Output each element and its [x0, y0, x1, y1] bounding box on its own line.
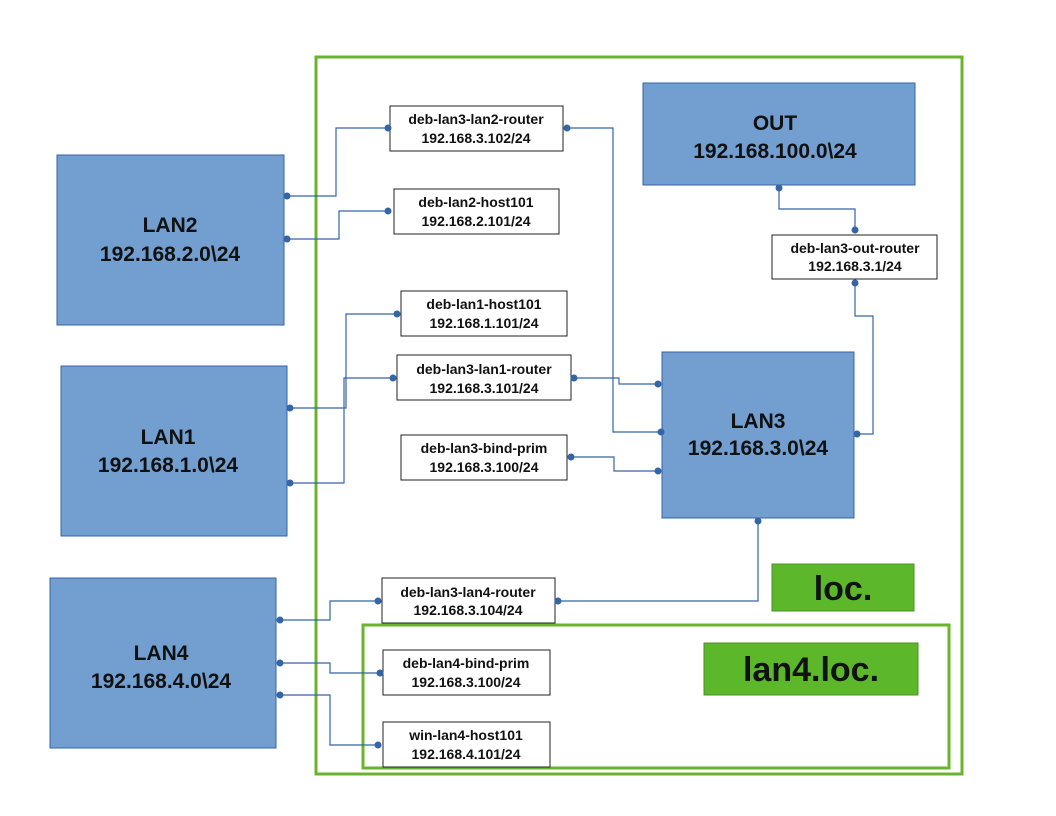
link-deb-lan3-bind-prim-lan3 — [571, 456, 658, 472]
zone-label-lan4-loc-text: lan4.loc. — [743, 651, 879, 689]
link-out-deb-lan3-out-router — [778, 188, 856, 230]
link-lan4-deb-lan3-lan4-router — [280, 600, 378, 621]
link-lan3-deb-lan3-lan4-router — [558, 521, 759, 602]
host-deb-lan1-host101[interactable]: deb-lan1-host101 192.168.1.101/24 — [400, 290, 568, 337]
network-lan1-subnet: 192.168.1.0\24 — [98, 454, 238, 477]
link-lan4-deb-lan4-bind-prim — [280, 662, 380, 674]
host-name: deb-lan3-bind-prim — [421, 440, 548, 456]
host-name: deb-lan3-out-router — [790, 240, 920, 256]
host-deb-lan3-out-router[interactable]: deb-lan3-out-router 192.168.3.1/24 — [771, 234, 938, 280]
zone-label-lan4-loc: lan4.loc. — [703, 642, 919, 696]
connection-point — [567, 453, 575, 461]
link-deb-lan3-lan2-router-lan3 — [567, 127, 660, 433]
host-ip: 192.168.4.101/24 — [412, 746, 521, 762]
link-deb-lan3-out-router-lan3 — [854, 283, 874, 435]
connection-point — [276, 691, 284, 699]
connection-point — [775, 184, 783, 192]
host-deb-lan4-bind-prim[interactable]: deb-lan4-bind-prim 192.168.3.100/24 — [382, 649, 551, 696]
host-deb-lan3-lan2-router[interactable]: deb-lan3-lan2-router 192.168.3.102/24 — [389, 105, 564, 152]
connection-point — [283, 235, 291, 243]
connection-point — [754, 517, 762, 525]
connection-point — [570, 374, 578, 382]
network-out-subnet: 192.168.100.0\24 — [693, 140, 857, 163]
host-ip: 192.168.2.101/24 — [422, 213, 531, 229]
zone-lan4-loc-border — [361, 623, 951, 770]
host-name: deb-lan4-bind-prim — [403, 655, 530, 671]
host-name: deb-lan3-lan1-router — [416, 361, 552, 377]
host-name: deb-lan3-lan2-router — [408, 111, 544, 127]
host-deb-lan3-lan1-router[interactable]: deb-lan3-lan1-router 192.168.3.101/24 — [396, 354, 572, 401]
connection-point — [393, 310, 401, 318]
host-name: win-lan4-host101 — [408, 727, 523, 743]
network-lan4-name: LAN4 — [134, 642, 189, 665]
host-ip: 192.168.3.104/24 — [414, 602, 523, 618]
host-ip: 192.168.3.1/24 — [808, 258, 902, 274]
link-lan1-deb-lan3-lan1-router — [290, 377, 392, 484]
connection-point — [283, 192, 291, 200]
zone-label-loc: loc. — [771, 563, 915, 612]
connection-point — [654, 380, 662, 388]
network-lan1-name: LAN1 — [141, 426, 196, 449]
host-name: deb-lan2-host101 — [418, 194, 533, 210]
host-deb-lan3-lan4-router[interactable]: deb-lan3-lan4-router 192.168.3.104/24 — [381, 577, 556, 624]
link-deb-lan3-lan1-router-lan3 — [574, 377, 658, 385]
link-lan1-deb-lan1-host101 — [290, 313, 398, 409]
connection-point — [374, 741, 382, 749]
network-lan3-subnet: 192.168.3.0\24 — [688, 437, 828, 460]
host-name: deb-lan3-lan4-router — [400, 584, 536, 600]
network-lan3-name: LAN3 — [731, 410, 786, 433]
connection-point — [276, 616, 284, 624]
network-lan3[interactable]: LAN3 192.168.3.0\24 — [661, 351, 855, 519]
connection-point — [657, 428, 665, 436]
network-lan4[interactable]: LAN4 192.168.4.0\24 — [49, 577, 277, 749]
link-lan4-win-lan4-host101 — [280, 694, 378, 746]
connection-points — [276, 124, 861, 749]
connection-point — [389, 374, 397, 382]
host-win-lan4-host101[interactable]: win-lan4-host101 192.168.4.101/24 — [382, 721, 551, 768]
zone-loc-border — [314, 55, 964, 776]
network-out-name: OUT — [753, 112, 798, 135]
zone-label-loc-text: loc. — [814, 570, 873, 608]
connection-point — [286, 404, 294, 412]
connection-point — [853, 430, 861, 438]
connection-point — [276, 659, 284, 667]
connection-point — [286, 479, 294, 487]
host-ip: 192.168.3.100/24 — [412, 674, 521, 690]
connection-point — [384, 207, 392, 215]
host-ip: 192.168.1.101/24 — [430, 315, 539, 331]
network-lan4-subnet: 192.168.4.0\24 — [91, 670, 231, 693]
connection-point — [851, 226, 859, 234]
host-deb-lan3-bind-prim[interactable]: deb-lan3-bind-prim 192.168.3.100/24 — [400, 434, 568, 481]
connection-point — [563, 124, 571, 132]
host-ip: 192.168.3.100/24 — [430, 459, 539, 475]
connection-point — [654, 467, 662, 475]
network-lan1[interactable]: LAN1 192.168.1.0\24 — [60, 365, 288, 537]
network-lan2-subnet: 192.168.2.0\24 — [100, 243, 240, 266]
host-ip: 192.168.3.101/24 — [430, 380, 539, 396]
host-deb-lan2-host101[interactable]: deb-lan2-host101 192.168.2.101/24 — [393, 188, 560, 235]
network-out[interactable]: OUT 192.168.100.0\24 — [642, 82, 916, 186]
connection-point — [376, 669, 384, 677]
connection-point — [374, 597, 382, 605]
connection-point — [554, 597, 562, 605]
network-lan2[interactable]: LAN2 192.168.2.0\24 — [56, 154, 285, 326]
link-lan2-deb-lan3-lan2-router — [287, 127, 388, 197]
network-lan2-name: LAN2 — [143, 214, 198, 237]
links — [280, 127, 874, 746]
connection-point — [384, 124, 392, 132]
host-name: deb-lan1-host101 — [426, 296, 541, 312]
host-ip: 192.168.3.102/24 — [422, 130, 531, 146]
link-lan2-deb-lan2-host101 — [287, 210, 388, 240]
connection-point — [851, 279, 859, 287]
